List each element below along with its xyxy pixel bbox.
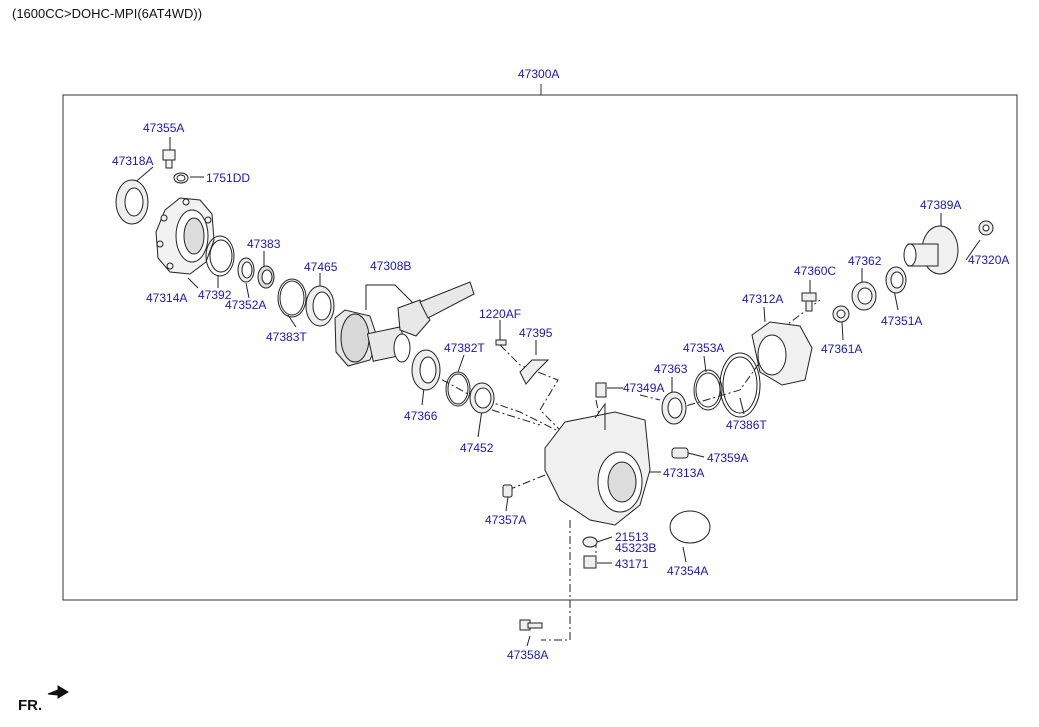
part-47313A-case bbox=[544, 402, 651, 526]
part-label[interactable]: 47392 bbox=[198, 288, 232, 302]
part-47352A-bearing bbox=[237, 257, 255, 283]
part-label[interactable]: 1220AF bbox=[479, 307, 522, 321]
part-47358A-bolt bbox=[519, 619, 543, 631]
part-label[interactable]: 47383 bbox=[247, 237, 281, 251]
part-47383T-shim bbox=[277, 278, 307, 318]
part-label[interactable]: 47363 bbox=[654, 362, 688, 376]
part-47389A-flange bbox=[903, 225, 959, 275]
assembly-number-label[interactable]: 47300A bbox=[518, 67, 560, 81]
part-47354A-oring bbox=[669, 510, 711, 544]
part-label[interactable]: 47357A bbox=[485, 513, 527, 527]
part-43171-plug bbox=[583, 555, 597, 569]
part-47314A-retainer bbox=[155, 197, 215, 275]
part-label[interactable]: 47351A bbox=[881, 314, 923, 328]
part-label[interactable]: 47366 bbox=[404, 409, 438, 423]
part-label[interactable]: 47395 bbox=[519, 326, 553, 340]
part-47383-seal bbox=[257, 265, 275, 289]
part-47353A-shim bbox=[693, 369, 723, 411]
part-1751DD-oring bbox=[173, 172, 189, 184]
part-47320A-nut bbox=[978, 220, 994, 236]
part-47366-bearing bbox=[411, 349, 441, 391]
part-label[interactable]: 47465 bbox=[304, 260, 338, 274]
part-label[interactable]: 47314A bbox=[146, 291, 188, 305]
part-47312A-cover bbox=[751, 321, 813, 386]
part-label[interactable]: 47349A bbox=[623, 381, 665, 395]
part-label[interactable]: 47312A bbox=[742, 292, 784, 306]
engine-spec-header: (1600CC>DOHC-MPI(6AT4WD)) bbox=[12, 6, 203, 21]
front-direction-label: FR. bbox=[18, 697, 43, 714]
part-label[interactable]: 47361A bbox=[821, 342, 863, 356]
front-direction-arrow bbox=[47, 685, 69, 699]
part-47395-clip bbox=[519, 359, 550, 385]
part-47465-bearing bbox=[305, 285, 335, 327]
part-1220AF-pin bbox=[495, 339, 507, 346]
part-label[interactable]: 47313A bbox=[663, 466, 705, 480]
part-47386T-gasket bbox=[719, 352, 761, 418]
part-label[interactable]: 47352A bbox=[225, 298, 267, 312]
assembly-frame bbox=[62, 94, 1018, 601]
part-47363-bearing bbox=[661, 391, 687, 425]
part-47351A-seal bbox=[885, 266, 907, 294]
part-label[interactable]: 47362 bbox=[848, 254, 882, 268]
part-47349A-plug bbox=[595, 382, 607, 398]
part-47359A-pin bbox=[671, 447, 689, 459]
part-label[interactable]: 47389A bbox=[920, 198, 962, 212]
part-47355A-bolt bbox=[162, 149, 176, 169]
part-label[interactable]: 47358A bbox=[507, 648, 549, 662]
part-label[interactable]: 47318A bbox=[112, 154, 154, 168]
part-label[interactable]: 47383T bbox=[266, 330, 307, 344]
part-21513-washer bbox=[582, 536, 598, 548]
part-label[interactable]: 47359A bbox=[707, 451, 749, 465]
part-label[interactable]: 1751DD bbox=[206, 171, 251, 185]
part-label[interactable]: 47382T bbox=[444, 341, 485, 355]
part-label[interactable]: 47360C bbox=[794, 264, 837, 278]
part-label[interactable]: 47353A bbox=[683, 341, 725, 355]
part-47452-seal bbox=[469, 382, 495, 414]
part-label[interactable]: 47386T bbox=[726, 418, 767, 432]
part-label[interactable]: 47320A bbox=[968, 253, 1010, 267]
part-label[interactable]: 43171 bbox=[615, 557, 649, 571]
part-47392-ring bbox=[205, 235, 235, 277]
part-47357A-pin bbox=[502, 484, 513, 498]
part-47360C-bolt bbox=[801, 292, 817, 312]
part-label[interactable]: 47308B bbox=[370, 259, 412, 273]
part-47361A-seal bbox=[832, 305, 850, 323]
part-label[interactable]: 21513 bbox=[615, 530, 649, 544]
part-label[interactable]: 45323B bbox=[615, 541, 657, 555]
part-47308B-gear-set bbox=[334, 281, 475, 367]
part-47382T-shim bbox=[445, 371, 471, 407]
part-47362-bearing bbox=[851, 281, 877, 311]
part-47318A-seal bbox=[115, 179, 149, 225]
part-label[interactable]: 47354A bbox=[667, 564, 709, 578]
part-label[interactable]: 47355A bbox=[143, 121, 185, 135]
part-label[interactable]: 47452 bbox=[460, 441, 494, 455]
